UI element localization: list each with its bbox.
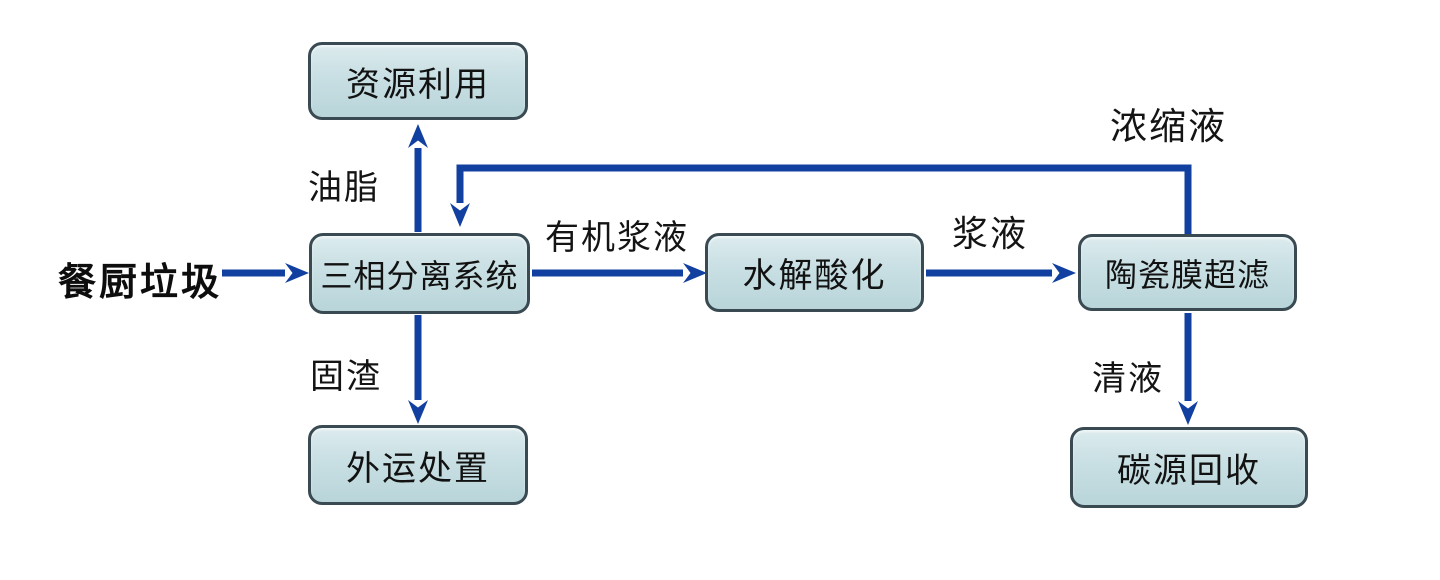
node-resource-utilization: 资源利用 (308, 42, 528, 120)
edge-label-clear-liquid: 清液 (1092, 361, 1164, 398)
node-three-phase-separation-system: 三相分离系统 (309, 233, 530, 314)
node-label: 资源利用 (346, 66, 490, 104)
edge-label-grease: 油脂 (308, 170, 380, 207)
edge-label-solid-residue: 固渣 (310, 359, 382, 396)
node-label: 碳源回收 (1117, 453, 1261, 490)
node-label: 陶瓷膜超滤 (1104, 256, 1270, 293)
source-label-kitchen-waste: 餐厨垃圾 (58, 262, 223, 304)
edge-label-concentrate: 浓缩液 (1110, 107, 1227, 148)
node-label: 外运处置 (346, 450, 490, 488)
node-carbon-source-recovery: 碳源回收 (1070, 427, 1308, 508)
node-ceramic-membrane-ultrafiltration: 陶瓷膜超滤 (1078, 234, 1297, 311)
edge-label-slurry: 浆液 (952, 214, 1029, 254)
node-label: 水解酸化 (742, 258, 887, 295)
node-offsite-disposal: 外运处置 (308, 425, 528, 505)
edge-label-organic-slurry: 有机浆液 (545, 220, 689, 257)
node-label: 三相分离系统 (320, 257, 519, 294)
node-hydrolysis-acidification: 水解酸化 (705, 233, 924, 312)
